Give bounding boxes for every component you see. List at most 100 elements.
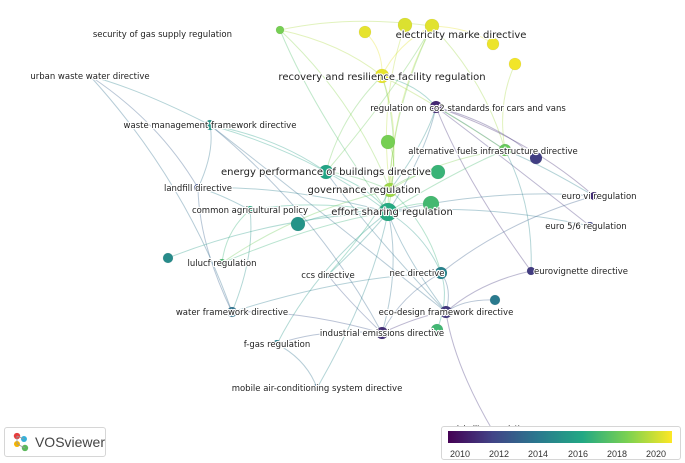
node-governance[interactable] <box>382 182 398 198</box>
edge-landfill-waste-management <box>197 124 212 189</box>
edge-effort-sharing-f-gas <box>276 211 389 345</box>
label-eurovignette[interactable]: eurovignette directive <box>533 266 629 278</box>
year-color-scale: 2010 2012 2014 2016 2018 2020 <box>441 426 681 460</box>
edge-u-4-alternative-fuels <box>502 63 516 151</box>
edge-effort-sharing-lulucf <box>221 211 389 264</box>
label-lulucf[interactable]: lulucf regulation <box>186 258 257 270</box>
node-common-agri[interactable] <box>245 205 255 215</box>
node-u-4[interactable] <box>508 57 522 71</box>
edge-urban-waste-water-waste-management <box>89 75 211 126</box>
edge-ccs-governance <box>327 189 391 276</box>
label-eco-design[interactable]: eco-design framework directive <box>378 307 515 319</box>
vosviewer-brand-text: VOSviewer <box>34 434 105 450</box>
node-energy-buildings[interactable] <box>318 164 334 180</box>
node-u-5[interactable] <box>380 134 396 150</box>
label-urban-waste-water[interactable]: urban waste water directive <box>29 71 150 83</box>
edge-co2-cars-eurovignette <box>435 106 532 272</box>
edge-alternative-fuels-governance <box>389 149 506 191</box>
edge-u-9-co2-cars <box>435 106 537 159</box>
edge-alternative-fuels-euro-vi <box>504 149 595 197</box>
edge-electricity-market-energy-buildings <box>325 25 433 173</box>
label-alternative-fuels[interactable]: alternative fuels infrastructure directi… <box>407 146 579 158</box>
scale-tick-2020: 2020 <box>645 449 667 459</box>
label-f-gas[interactable]: f-gas regulation <box>243 339 312 351</box>
edge-common-agri-water-framework <box>231 209 252 313</box>
label-effort-sharing[interactable]: effort sharing regulation <box>330 206 454 219</box>
node-waste-management[interactable] <box>204 119 216 131</box>
label-landfill[interactable]: landfill directive <box>163 183 233 195</box>
edge-water-framework-nec <box>231 272 442 313</box>
node-effort-sharing[interactable] <box>378 202 398 222</box>
edge-security-of-gas-recovery-resilience <box>279 29 383 77</box>
label-industrial-emissions[interactable]: industrial emissions directive <box>319 328 445 340</box>
label-security-of-gas[interactable]: security of gas supply regulation <box>92 29 233 41</box>
node-euro-56[interactable] <box>585 221 595 231</box>
node-u-7[interactable] <box>422 195 440 213</box>
edge-nec-governance <box>389 189 442 274</box>
edge-recovery-resilience-governance <box>381 75 395 191</box>
edge-effort-sharing-landfill <box>197 187 389 213</box>
label-nec[interactable]: nec directive <box>388 268 445 280</box>
edge-effort-sharing-euro-vi <box>387 193 595 213</box>
label-water-framework[interactable]: water framework directive <box>175 307 290 319</box>
node-alternative-fuels[interactable] <box>498 143 512 157</box>
label-common-agri[interactable]: common agricultural policy <box>191 205 309 217</box>
edge-co2-cars-euro-56 <box>435 106 591 227</box>
node-mobile-ac[interactable] <box>312 383 322 393</box>
label-co2-cars[interactable]: regulation on co2 standards for cars and… <box>369 103 567 115</box>
node-u-9[interactable] <box>529 151 543 165</box>
node-ccs[interactable] <box>324 271 332 279</box>
edge-alternative-fuels-effort-sharing <box>387 149 506 213</box>
node-security-of-gas[interactable] <box>275 25 285 35</box>
edge-effort-sharing-eco-design <box>387 211 447 313</box>
edge-nec-euro-vi <box>440 195 595 274</box>
edge-waste-management-industrial-emissions <box>209 124 383 334</box>
label-euro-vi[interactable]: euro vi regulation <box>560 191 637 203</box>
node-eurovignette[interactable] <box>526 266 536 276</box>
scale-tick-2018: 2018 <box>606 449 628 459</box>
node-u-1[interactable] <box>358 25 372 39</box>
label-electricity-market[interactable]: electricity marke directive <box>394 29 527 42</box>
node-euro-vi[interactable] <box>589 191 599 201</box>
node-lulucf[interactable] <box>217 258 227 268</box>
node-f-gas[interactable] <box>272 339 282 349</box>
edge-security-of-gas-effort-sharing <box>279 29 389 213</box>
node-water-framework[interactable] <box>226 306 238 318</box>
label-ccs[interactable]: ccs directive <box>300 270 356 282</box>
node-industrial-emissions[interactable] <box>375 326 389 340</box>
edge-f-gas-mobile-ac <box>276 343 318 389</box>
label-governance[interactable]: governance regulation <box>306 184 421 197</box>
label-mobile-ac[interactable]: mobile air-conditioning system directive <box>231 383 404 395</box>
edge-co2-cars-effort-sharing <box>387 106 437 213</box>
label-euro-56[interactable]: euro 5/6 regulation <box>544 221 628 233</box>
edge-energy-buildings-waste-management <box>209 124 327 173</box>
vosviewer-logo: VOSviewer <box>4 427 106 457</box>
node-u-3[interactable] <box>486 37 500 51</box>
node-nec[interactable] <box>434 266 448 280</box>
node-u-8[interactable] <box>430 164 446 180</box>
label-waste-management[interactable]: waste management framework directive <box>122 120 297 132</box>
label-recovery-resilience[interactable]: recovery and resilience facility regulat… <box>277 71 486 84</box>
edge-water-framework-industrial-emissions <box>231 311 383 334</box>
label-layer: security of gas supply regulation electri… <box>29 29 637 434</box>
edge-landfill-water-framework <box>197 187 233 313</box>
scale-tick-2014: 2014 <box>527 449 549 459</box>
node-u-10[interactable] <box>489 294 501 306</box>
node-u-11[interactable] <box>430 323 444 337</box>
edge-effort-sharing-industrial-emissions <box>381 211 394 334</box>
node-electricity-market[interactable] <box>424 18 440 34</box>
node-recovery-resilience[interactable] <box>374 68 390 84</box>
edge-waste-management-eco-design <box>209 124 447 313</box>
node-u-6[interactable] <box>290 216 306 232</box>
node-u-2[interactable] <box>397 17 413 33</box>
year-gradient-bar <box>448 431 672 443</box>
node-landfill[interactable] <box>193 183 203 193</box>
node-urban-waste-water[interactable] <box>86 72 94 80</box>
label-energy-buildings[interactable]: energy performance of buildings directiv… <box>220 166 432 179</box>
node-co2-cars[interactable] <box>429 100 443 114</box>
node-eco-design[interactable] <box>439 305 453 319</box>
edge-co2-cars-euro-vi <box>435 106 595 197</box>
node-u-12[interactable] <box>162 252 174 264</box>
edge-effort-sharing-waste-management <box>209 124 389 213</box>
